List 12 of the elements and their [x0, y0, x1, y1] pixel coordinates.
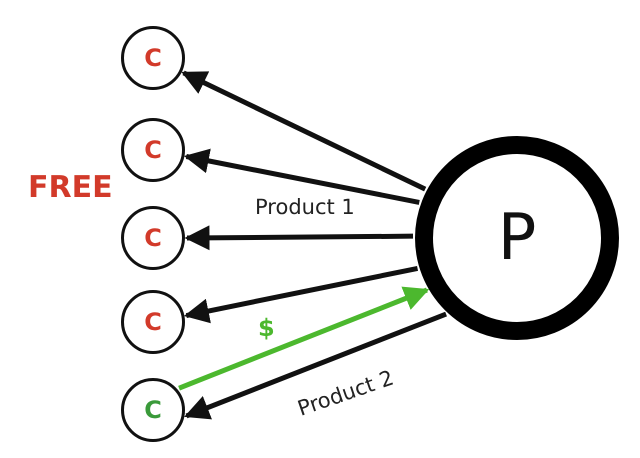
arrow — [184, 148, 420, 205]
node-label: C — [144, 44, 162, 72]
arrow — [184, 312, 447, 420]
arrow — [184, 225, 414, 250]
node-label: C — [144, 308, 162, 336]
node-label: C — [144, 224, 162, 252]
arrow — [181, 70, 426, 192]
arrow — [184, 266, 418, 324]
free-label: FREE — [28, 170, 113, 205]
node-label: P — [498, 201, 536, 275]
node-label: C — [144, 396, 162, 424]
node-label: C — [144, 136, 162, 164]
